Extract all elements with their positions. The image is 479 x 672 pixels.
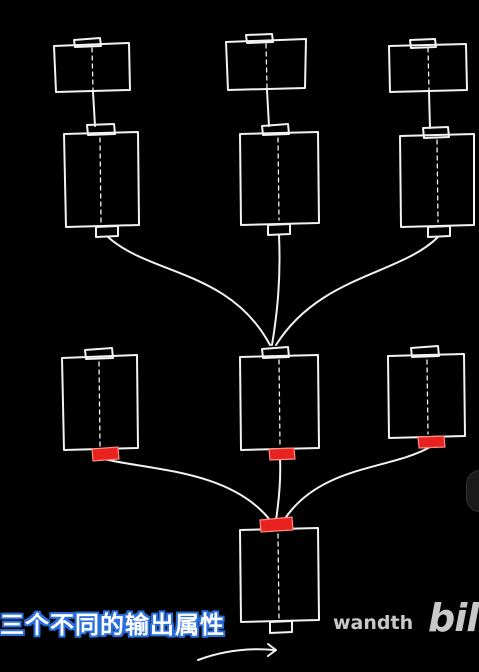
edge-top-center-to-second-center [266,89,270,127]
hand-drawn-arrow [197,643,277,661]
edge-second-left-to-third-center [107,236,271,346]
node-second-row-center [239,123,320,236]
subtitle-caption: 三个不同的输出属性 [0,611,225,639]
node-bottom-output [239,527,320,634]
output-port-highlight-right [417,435,446,449]
output-port-highlight-left [91,446,120,462]
edge-third-left-to-bottom [103,458,271,521]
edge-top-left-to-second-left [92,91,96,127]
node-top-row-left [53,37,131,93]
node-third-row-right [387,345,466,439]
edge-second-center-to-third-center [271,234,281,346]
edge-second-right-to-third-center [275,236,439,346]
channel-watermark: wandth [333,612,414,634]
output-port-highlight-center [268,447,296,461]
node-top-row-right [388,38,468,93]
side-panel-handle[interactable] [466,470,479,512]
node-top-row-center [225,33,307,91]
node-third-row-center [239,346,320,451]
node-second-row-left [63,123,140,238]
input-port-highlight-bottom [259,516,294,533]
edge-third-center-to-bottom [275,458,282,521]
node-second-row-right [399,126,475,238]
bilibili-logo-watermark: bilil [428,596,479,640]
edge-top-right-to-second-right [428,91,431,129]
node-third-row-left [61,347,139,451]
edge-third-right-to-bottom [283,446,431,521]
